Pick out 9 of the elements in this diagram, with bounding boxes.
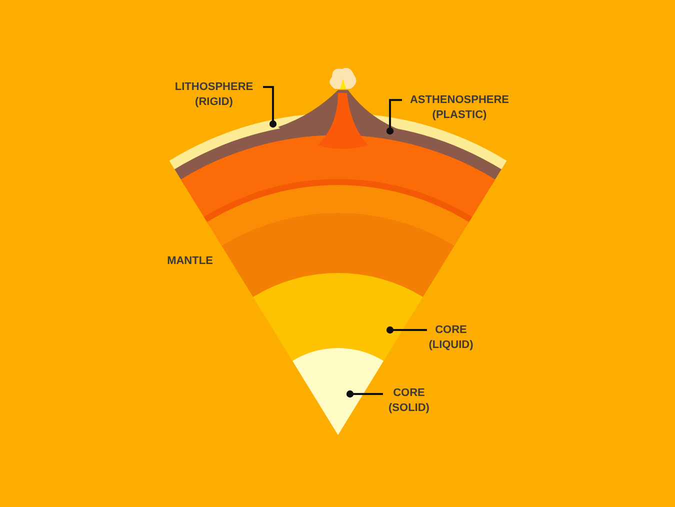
leader-line	[386, 99, 402, 135]
layer-label: ASTHENOSPHERE (PLASTIC)	[402, 93, 517, 123]
layer-label: CORE (SOLID)	[383, 386, 435, 416]
leader-line	[346, 390, 383, 398]
leader-line	[263, 86, 277, 128]
leader-line	[386, 326, 427, 334]
layer-label: CORE (LIQUID)	[421, 323, 481, 353]
layer-label: MANTLE	[166, 254, 214, 269]
layer-label: LITHOSPHERE (RIGID)	[165, 80, 263, 110]
